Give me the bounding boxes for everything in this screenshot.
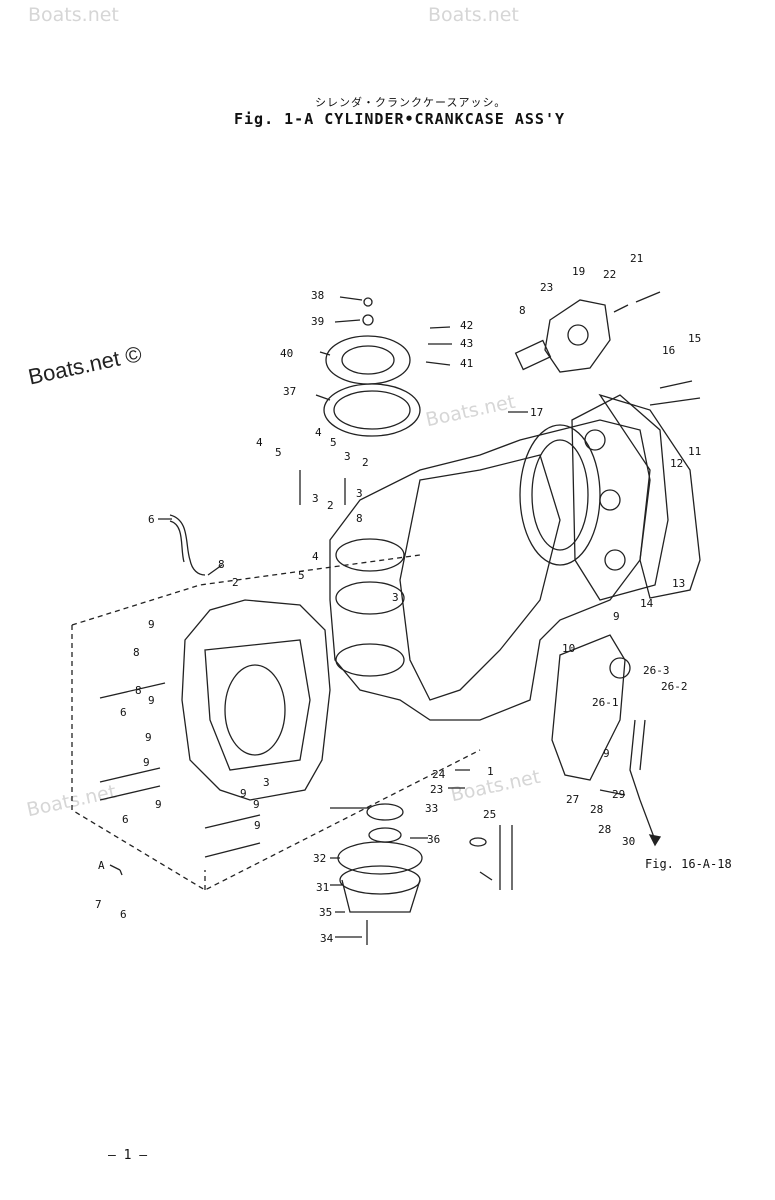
figure-reference: Fig. 16-A-18 <box>645 857 732 871</box>
callout-label: 9 <box>145 731 152 744</box>
callout-label: 33 <box>425 802 438 815</box>
callout-label: 9 <box>603 747 610 760</box>
callout-label: 32 <box>313 852 326 865</box>
callout-label: 15 <box>688 332 701 345</box>
callout-label: 36 <box>427 833 440 846</box>
callout-label: 11 <box>688 445 701 458</box>
callout-label: 40 <box>280 347 293 360</box>
callout-label: 9 <box>254 819 261 832</box>
callout-label: 8 <box>218 558 225 571</box>
callout-label: 9 <box>143 756 150 769</box>
callout-label: 6 <box>122 813 129 826</box>
callout-label: 12 <box>670 457 683 470</box>
page-title: Fig. 1-A CYLINDER•CRANKCASE ASS'Y <box>234 110 566 128</box>
callout-label: 9 <box>148 618 155 631</box>
callout-label: 24 <box>432 768 446 781</box>
callout-label: 3 <box>344 450 351 463</box>
callout-label: 37 <box>283 385 296 398</box>
callout-label: 17 <box>530 406 543 419</box>
callout-label: 9 <box>240 787 247 800</box>
callout-label: 9 <box>148 694 155 707</box>
callout-label: 3 <box>356 487 363 500</box>
callout-label: 6 <box>120 706 127 719</box>
callout-label: 26-3 <box>643 664 670 677</box>
callout-label: 1 <box>487 765 494 778</box>
callout-label: 27 <box>566 793 579 806</box>
callout-label: 23 <box>540 281 553 294</box>
callout-label: 16 <box>662 344 675 357</box>
callout-label: 8 <box>135 684 142 697</box>
callout-label: 3 <box>312 492 319 505</box>
callout-label: 5 <box>330 436 337 449</box>
callout-label: 38 <box>311 289 324 302</box>
callout-label: 4 <box>312 550 319 563</box>
callout-label: 43 <box>460 337 473 350</box>
callout-label: 31 <box>316 881 329 894</box>
callout-label: 8 <box>356 512 363 525</box>
callout-label: 4 <box>315 426 322 439</box>
callout-label: 5 <box>298 569 305 582</box>
callout-label: 39 <box>311 315 324 328</box>
callout-label: 23 <box>430 783 443 796</box>
callout-label: 25 <box>483 808 496 821</box>
callout-label: 8 <box>519 304 526 317</box>
callout-label: 30 <box>622 835 635 848</box>
callout-label: 3 <box>392 591 399 604</box>
callout-label: A <box>98 859 105 872</box>
callout-label: 5 <box>275 446 282 459</box>
watermark: Boats.net <box>428 4 519 26</box>
callout-label: 13 <box>672 577 685 590</box>
callout-label: 7 <box>95 898 102 911</box>
callout-label: 22 <box>603 268 616 281</box>
callout-label: 9 <box>613 610 620 623</box>
callout-label: 34 <box>320 932 334 945</box>
callout-label: 42 <box>460 319 473 332</box>
callout-label: 14 <box>640 597 654 610</box>
callout-label: 29 <box>612 788 625 801</box>
callout-label: 8 <box>133 646 140 659</box>
callout-label: 9 <box>253 798 260 811</box>
callout-label: 2 <box>232 576 239 589</box>
callout-label: 21 <box>630 252 643 265</box>
page-number: — 1 — <box>108 1148 148 1163</box>
callout-label: 19 <box>572 265 585 278</box>
callout-label: 26-2 <box>661 680 688 693</box>
callout-label: 6 <box>148 513 155 526</box>
callout-label: 6 <box>120 908 127 921</box>
callout-label: 2 <box>362 456 369 469</box>
callout-label: 4 <box>256 436 263 449</box>
callout-label: 2 <box>327 499 334 512</box>
callout-label: 41 <box>460 357 473 370</box>
watermark: Boats.net <box>28 4 119 26</box>
callout-label: 26-1 <box>592 696 619 709</box>
title-japanese: シレンダ・クランクケースアッシ。 <box>315 96 507 109</box>
callout-label: 35 <box>319 906 332 919</box>
callout-label: 3 <box>263 776 270 789</box>
callout-label: 9 <box>155 798 162 811</box>
callout-label: 10 <box>562 642 575 655</box>
callout-label: 28 <box>590 803 603 816</box>
callout-label: 28 <box>598 823 611 836</box>
